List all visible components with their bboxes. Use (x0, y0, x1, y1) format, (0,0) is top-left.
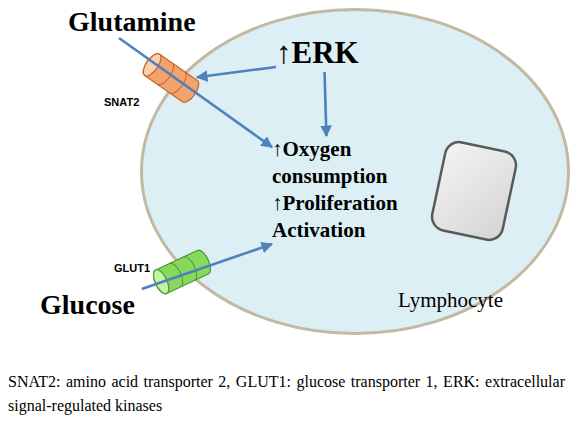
channel-group (150, 248, 213, 296)
channel-body (150, 248, 213, 296)
channel-body (140, 51, 202, 105)
effect-node: ↑Oxygen consumption↑ProliferationActivat… (272, 136, 432, 248)
transporter-channel: SNAT2 (145, 56, 197, 100)
cell-name: Lymphocyte (398, 288, 503, 312)
signal-arrow (325, 72, 327, 136)
channel-ridge (170, 72, 190, 97)
channel-outline (145, 56, 197, 100)
channel-ridge (183, 255, 199, 281)
nucleus-shape (429, 139, 518, 242)
metabolite-node: Glutamine (68, 6, 208, 38)
signal-arrow (142, 244, 272, 289)
effect-text: Activation (272, 217, 432, 244)
channel-opening (150, 267, 172, 296)
effect-text: ↑Proliferation (272, 190, 432, 217)
cell-membrane (142, 10, 569, 334)
channel-outline (155, 250, 209, 294)
channel-opening (140, 51, 164, 79)
signal-arrow (119, 38, 272, 147)
channel-group (140, 51, 202, 105)
transporter-label: GLUT1 (114, 262, 150, 275)
figure-caption: SNAT2: amino acid transporter 2, GLUT1: … (8, 370, 565, 418)
effect-text: ↑Oxygen consumption (272, 136, 432, 190)
metabolite-node: Glucose (40, 289, 144, 321)
signal-node: ↑ERK (276, 34, 372, 72)
metabolite-name: Glutamine (68, 6, 208, 38)
transporter-label: SNAT2 (104, 96, 139, 109)
metabolite-name: Glucose (40, 289, 144, 321)
transporter-channel: GLUT1 (155, 250, 209, 294)
signal-arrow (197, 67, 276, 77)
channel-ridge (170, 261, 186, 287)
cell-body: Lymphocyte ↑ERK ↑Oxygen consumption↑Prolif… (140, 8, 570, 335)
channel-ridge (157, 63, 177, 88)
signal-label: ↑ERK (276, 34, 372, 72)
